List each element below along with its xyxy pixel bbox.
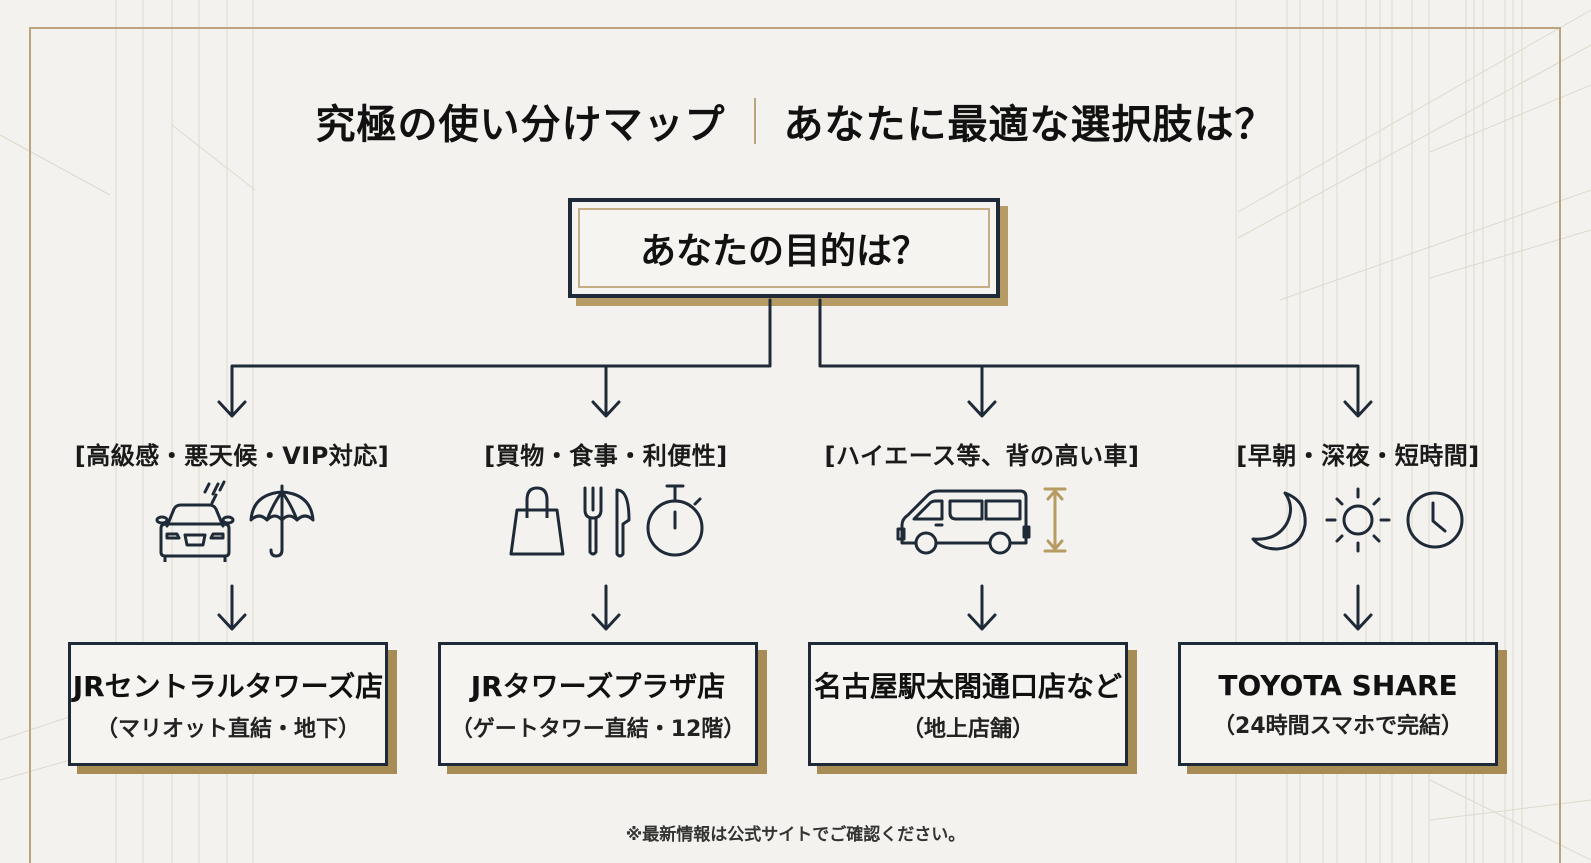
category-label-tall-vehicle: [ハイエース等、背の高い車] [824, 442, 1140, 470]
sun-icon [1325, 487, 1391, 553]
destination-note: （ゲートタワー直結・12階） [450, 717, 746, 742]
icon-row-shopping [426, 478, 786, 562]
stopwatch-icon [646, 484, 704, 557]
clock-icon [1406, 491, 1464, 549]
title-right: あなたに最適な選択肢は？ [783, 102, 1276, 148]
category-label-early-late: [早朝・深夜・短時間] [1236, 442, 1480, 470]
root-question-box: あなたの目的は？ [568, 198, 1000, 298]
fork-knife-icon [583, 486, 631, 558]
moon-icon [1251, 491, 1307, 551]
icon-row-early-late [1178, 478, 1538, 562]
destination-note: （24時間スマホで完結） [1213, 713, 1463, 739]
icon-row-tall-vehicle [802, 478, 1162, 562]
destination-towers-plaza[interactable]: JRタワーズプラザ店 （ゲートタワー直結・12階） [438, 642, 758, 766]
root-question-label: あなたの目的は？ [578, 208, 990, 288]
umbrella-icon [249, 484, 315, 558]
page-title: 究極の使い分けマップ あなたに最適な選択肢は？ [0, 92, 1591, 150]
destination-name: JRタワーズプラザ店 [470, 670, 726, 703]
category-label-luxury: [高級感・悪天候・VIP対応] [74, 442, 390, 470]
footnote: ※最新情報は公式サイトでご確認ください。 [625, 825, 966, 845]
destination-toyota-share[interactable]: TOYOTA SHARE （24時間スマホで完結） [1178, 642, 1498, 766]
destination-central-towers[interactable]: JRセントラルタワーズ店 （マリオット直結・地下） [68, 642, 388, 766]
car-in-rain-icon [155, 480, 235, 562]
outer-frame [29, 27, 1561, 863]
destination-taiko-dori[interactable]: 名古屋駅太閤通口店など （地上店舗） [808, 642, 1128, 766]
destination-note: （マリオット直結・地下） [95, 717, 360, 742]
destination-name: JRセントラルタワーズ店 [72, 670, 384, 703]
title-separator [753, 98, 756, 144]
title-left: 究極の使い分けマップ [315, 102, 726, 148]
van-icon [896, 489, 1031, 555]
destination-name: 名古屋駅太閤通口店など [813, 670, 1122, 703]
destination-note: （地上店舗） [901, 717, 1034, 742]
destination-name: TOYOTA SHARE [1218, 668, 1458, 702]
icon-row-luxury [52, 478, 412, 562]
shopping-bag-icon [509, 486, 565, 556]
height-arrow-icon [1043, 487, 1067, 553]
category-label-shopping: [買物・食事・利便性] [484, 442, 728, 470]
